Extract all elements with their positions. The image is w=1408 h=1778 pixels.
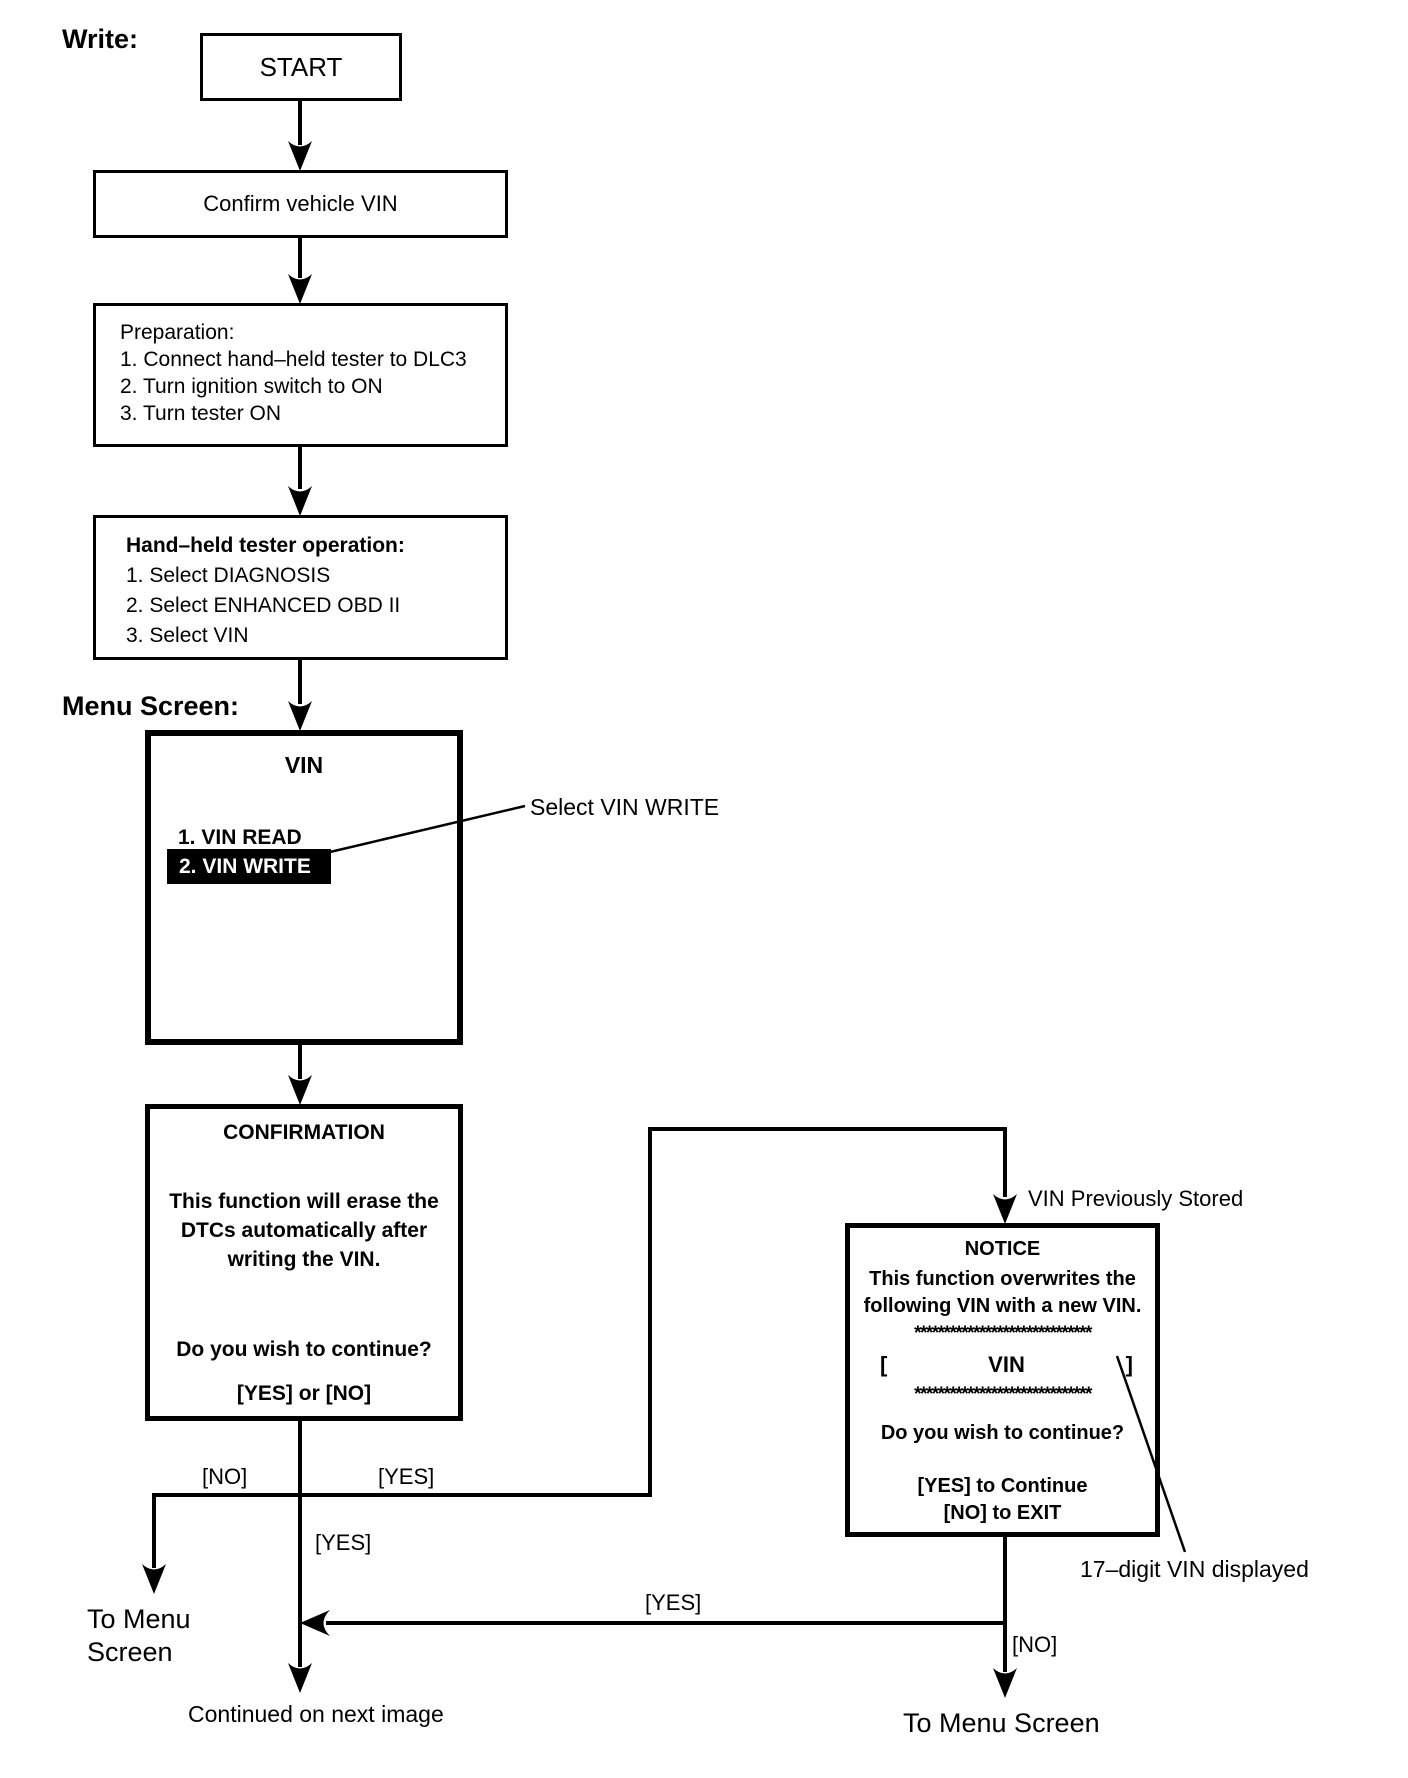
confirmation-screen: CONFIRMATION This function will erase th… <box>145 1104 463 1421</box>
to-menu-left-line2: Screen <box>87 1637 173 1667</box>
to-menu-left-line1: To Menu <box>87 1604 191 1634</box>
edge-notice-down <box>1003 1537 1007 1672</box>
select-vin-write-annotation: Select VIN WRITE <box>530 794 720 820</box>
edge-confirmation-down <box>298 1421 302 1667</box>
preparation-node: Preparation: 1. Connect hand–held tester… <box>93 303 508 447</box>
edge-into-notice <box>1003 1127 1007 1197</box>
arrowhead-down-icon <box>288 1075 312 1105</box>
menu-screen-section-label: Menu Screen: <box>62 691 240 721</box>
vin-menu-title: VIN <box>284 752 324 778</box>
confirmation-question: Do you wish to continue? <box>176 1338 432 1361</box>
arrowhead-down-icon <box>288 1663 312 1693</box>
arrowhead-down-icon <box>993 1668 1017 1698</box>
start-node: START <box>200 33 402 101</box>
arrowhead-down-icon <box>993 1194 1017 1224</box>
edge-preparation-to-tester <box>298 447 302 489</box>
confirmation-options: [YES] or [NO] <box>236 1382 372 1405</box>
edge-yes-up <box>648 1127 652 1497</box>
menu-item-vin-read: 1. VIN READ <box>178 826 302 849</box>
preparation-title: Preparation: <box>120 321 235 344</box>
arrowhead-down-icon <box>288 141 312 171</box>
tester-operation-step-2: 2. Select ENHANCED OBD II <box>126 594 401 617</box>
menu-item-vin-write-highlighted: 2. VIN WRITE <box>167 849 331 884</box>
edge-confirm-to-preparation <box>298 238 302 278</box>
edge-vin-menu-to-confirmation <box>298 1045 302 1079</box>
edge-label-yes-return: [YES] <box>645 1590 702 1615</box>
notice-title: NOTICE <box>964 1238 1041 1260</box>
write-section-label: Write: <box>62 24 139 54</box>
notice-body-line1: This function overwrites the <box>869 1268 1136 1290</box>
notice-option-yes: [YES] to Continue <box>917 1475 1088 1497</box>
to-menu-screen-left-exit: To Menu Screen <box>87 1603 191 1669</box>
vin-open-bracket: [ <box>880 1352 888 1377</box>
confirmation-title: CONFIRMATION <box>223 1121 385 1144</box>
vin-placeholder: VIN <box>988 1352 1025 1377</box>
notice-stars-top: ****************************** <box>914 1323 1092 1344</box>
edge-label-no-left: [NO] <box>202 1464 248 1489</box>
confirmation-body-line2: DTCs automatically after <box>180 1219 428 1242</box>
arrowhead-down-icon <box>288 274 312 304</box>
seventeen-digit-vin-annotation: 17–digit VIN displayed <box>1080 1556 1309 1582</box>
tester-operation-node: Hand–held tester operation: 1. Select DI… <box>93 515 508 660</box>
notice-stars-bottom: ****************************** <box>914 1384 1092 1405</box>
tester-operation-step-1: 1. Select DIAGNOSIS <box>126 564 331 587</box>
notice-body-line2: following VIN with a new VIN. <box>863 1295 1142 1317</box>
confirmation-body-line1: This function will erase the <box>169 1190 439 1213</box>
arrowhead-down-icon <box>288 486 312 516</box>
tester-operation-step-3: 3. Select VIN <box>126 624 249 647</box>
edge-tester-to-vin-menu <box>298 660 302 704</box>
notice-screen: NOTICE This function overwrites the foll… <box>845 1223 1160 1537</box>
edge-yes-top-horizontal <box>648 1127 1007 1131</box>
confirm-vin-label: Confirm vehicle VIN <box>203 191 398 216</box>
arrowhead-left-icon <box>300 1610 330 1636</box>
edge-label-yes-continue: [YES] <box>315 1530 372 1555</box>
confirm-vin-node: Confirm vehicle VIN <box>93 170 508 238</box>
notice-question: Do you wish to continue? <box>880 1422 1125 1444</box>
arrowhead-down-icon <box>288 701 312 731</box>
preparation-step-2: 2. Turn ignition switch to ON <box>120 375 383 398</box>
preparation-step-1: 1. Connect hand–held tester to DLC3 <box>120 348 467 371</box>
edge-label-yes-branch: [YES] <box>378 1464 435 1489</box>
confirmation-body-line3: writing the VIN. <box>227 1248 381 1271</box>
edge-no-to-menu-left <box>152 1493 156 1568</box>
edge-branch-horizontal <box>152 1493 652 1497</box>
vin-menu-screen: VIN 1. VIN READ 2. VIN WRITE <box>145 730 463 1045</box>
vin-close-bracket: ] <box>1125 1352 1133 1377</box>
edge-start-to-confirm <box>298 99 302 145</box>
vin-previously-stored-annotation: VIN Previously Stored <box>1028 1186 1244 1211</box>
start-node-label: START <box>259 51 343 82</box>
preparation-step-3: 3. Turn tester ON <box>120 402 282 425</box>
tester-operation-title: Hand–held tester operation: <box>126 534 405 557</box>
edge-yes-return-horizontal <box>326 1621 1005 1625</box>
continued-next-image-exit: Continued on next image <box>188 1701 444 1727</box>
arrowhead-down-icon <box>142 1564 166 1594</box>
notice-option-no: [NO] to EXIT <box>943 1502 1062 1524</box>
edge-label-no-exit: [NO] <box>1012 1632 1058 1657</box>
to-menu-screen-right-exit: To Menu Screen <box>903 1708 1100 1738</box>
